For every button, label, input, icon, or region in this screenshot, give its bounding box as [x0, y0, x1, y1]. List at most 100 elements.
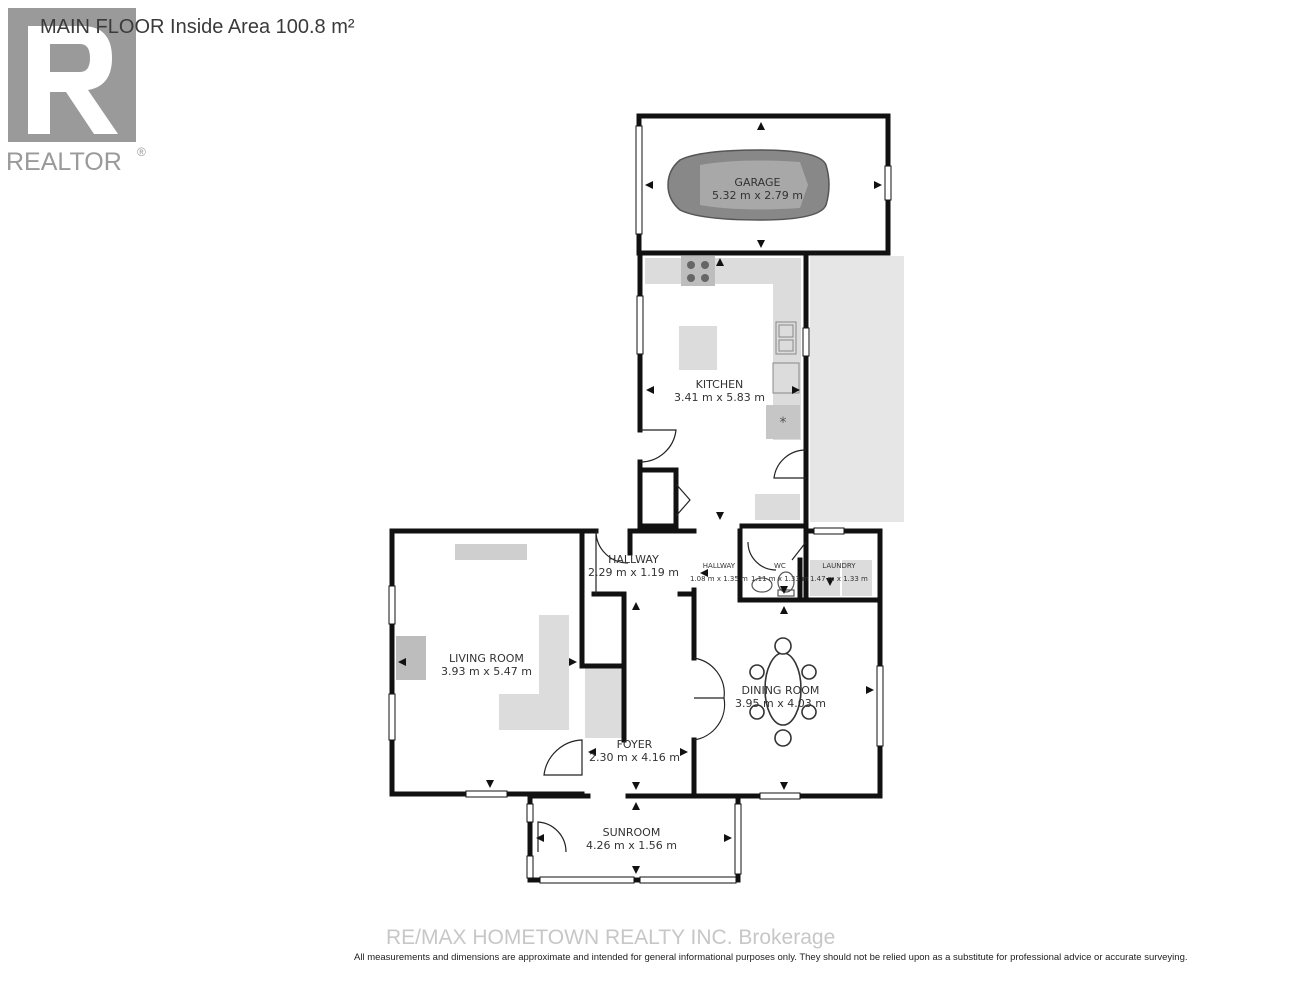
room-name: FOYER [616, 738, 653, 751]
disclaimer-text: All measurements and dimensions are appr… [354, 952, 1188, 963]
fridge-icon: * [766, 405, 800, 439]
window [388, 693, 396, 741]
wc-sink-icon [751, 577, 773, 593]
arrow-down [757, 240, 765, 248]
arrow-left [645, 181, 653, 189]
room-label-dining-room: DINING ROOM 3.95 m x 4.03 m [735, 684, 826, 710]
arrow-left [536, 834, 544, 842]
arrow-up [632, 802, 640, 810]
window [759, 792, 801, 800]
fixtures [396, 258, 872, 738]
room-label-garage: GARAGE 5.32 m x 2.79 m [712, 176, 803, 202]
room-label-laundry: LAUNDRY 1.47 m x 1.33 m [810, 560, 868, 586]
arrow-down [780, 782, 788, 790]
window [876, 665, 884, 747]
logo-registered-mark: ® [137, 145, 146, 159]
arrow-right [866, 686, 874, 694]
stove-icon [681, 256, 715, 286]
arrow-left [398, 658, 406, 666]
room-name: LIVING ROOM [449, 652, 524, 665]
door-swing [537, 821, 567, 853]
window [539, 876, 635, 884]
window [636, 295, 644, 355]
arrow-right [569, 658, 577, 666]
room-dimensions: 2.30 m x 4.16 m [589, 751, 680, 764]
sofa-chaise [499, 694, 569, 730]
dining-table-icon [749, 637, 817, 747]
logo-wordmark: REALTOR [6, 148, 122, 176]
arrow-down [780, 586, 788, 594]
window [734, 803, 742, 875]
window [465, 790, 508, 798]
arrow-right [792, 386, 800, 394]
arrow-up [757, 122, 765, 130]
door-swing [791, 541, 807, 561]
room-dimensions: 1.08 m x 1.35 m [690, 575, 748, 583]
arrow-up [632, 602, 640, 610]
exterior-deck [810, 256, 904, 522]
washer-icon [810, 560, 840, 596]
room-label-hallway: HALLWAY 2.29 m x 1.19 m [588, 553, 679, 579]
room-name: GARAGE [734, 176, 781, 189]
room-name: HALLWAY [702, 562, 736, 570]
room-label-living-room: LIVING ROOM 3.93 m x 5.47 m [441, 652, 532, 678]
room-label-wc: WC 1.11 m x 1.33 m [751, 560, 809, 586]
arrow-right [680, 748, 688, 756]
window [813, 527, 845, 535]
realtor-logo: REALTOR ® [6, 8, 146, 176]
floor-title: MAIN FLOOR Inside Area 100.8 m² [40, 16, 355, 38]
arrow-down [632, 866, 640, 874]
staircase [585, 664, 624, 738]
door-swing [543, 739, 583, 776]
arrow-left [700, 569, 708, 577]
door-swing [693, 657, 726, 741]
car-icon [667, 149, 830, 221]
kitchen-island [679, 326, 717, 370]
brokerage-watermark: RE/MAX HOMETOWN REALTY INC. Brokerage [386, 926, 836, 949]
room-name: LAUNDRY [822, 562, 856, 570]
window [526, 803, 534, 823]
dimension-arrows [398, 122, 882, 874]
arrow-left [646, 386, 654, 394]
arrow-down [716, 512, 724, 520]
dishwasher-icon [772, 362, 800, 394]
arrow-down [632, 782, 640, 790]
arrow-down [486, 780, 494, 788]
arrow-right [874, 181, 882, 189]
room-name: WC [774, 562, 786, 570]
window [802, 327, 810, 357]
kitchen-sink-icon [775, 321, 797, 355]
door-swing [747, 541, 777, 571]
fireplace-icon [396, 636, 426, 680]
door-swing [639, 429, 677, 463]
arrow-down [826, 578, 834, 586]
arrow-left [588, 748, 596, 756]
svg-text:*: * [780, 415, 787, 431]
door-swing [675, 483, 691, 517]
window [635, 125, 643, 235]
window [526, 855, 534, 879]
room-dimensions: 3.93 m x 5.47 m [441, 665, 532, 678]
room-name: HALLWAY [608, 553, 659, 566]
windows [388, 125, 892, 884]
arrow-up [780, 606, 788, 614]
room-label-sunroom: SUNROOM 4.26 m x 1.56 m [586, 826, 677, 852]
room-dimensions: 2.29 m x 1.19 m [588, 566, 679, 579]
window [388, 585, 396, 625]
window [639, 876, 737, 884]
room-dimensions: 3.95 m x 4.03 m [735, 697, 826, 710]
room-label-hallway-small: HALLWAY 1.08 m x 1.35 m [690, 560, 748, 586]
room-dimensions: 1.47 m x 1.33 m [810, 575, 868, 583]
room-dimensions: 4.26 m x 1.56 m [586, 839, 677, 852]
tv-console-icon [455, 544, 527, 560]
dryer-icon [842, 560, 872, 596]
window [884, 165, 892, 201]
room-name: KITCHEN [695, 378, 744, 391]
arrow-up [716, 258, 724, 266]
room-dimensions: 1.11 m x 1.33 m [751, 575, 809, 583]
room-label-kitchen: KITCHEN 3.41 m x 5.83 m [674, 378, 765, 404]
room-name: DINING ROOM [741, 684, 820, 697]
door-swing [595, 530, 629, 594]
arrow-right [724, 834, 732, 842]
